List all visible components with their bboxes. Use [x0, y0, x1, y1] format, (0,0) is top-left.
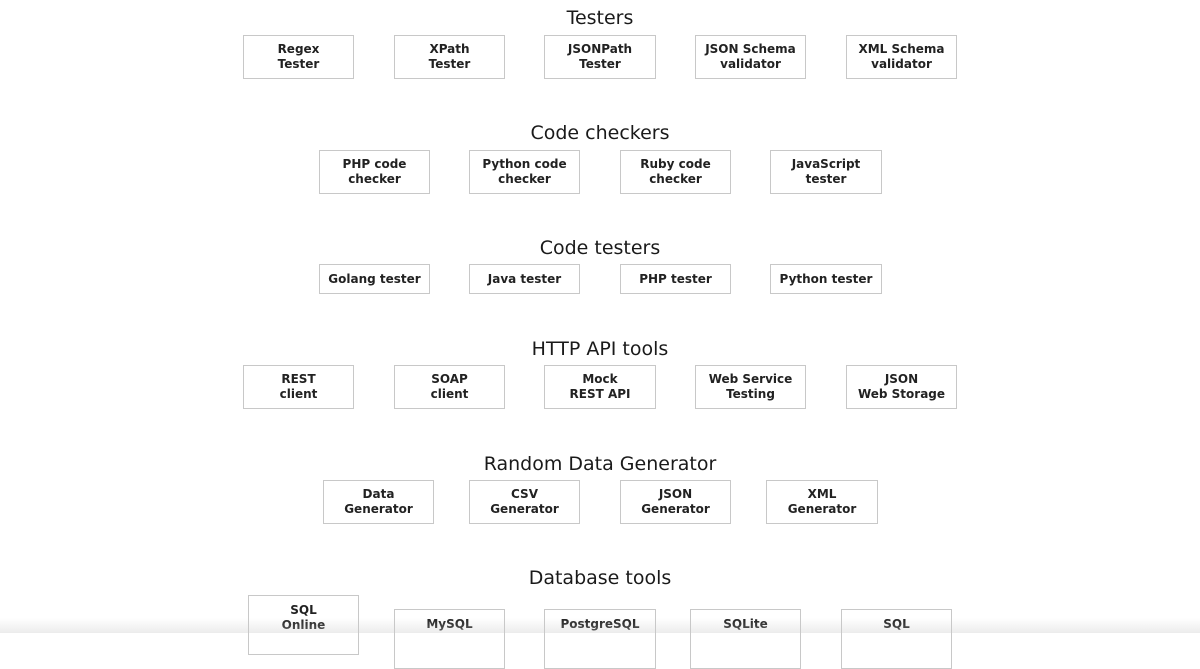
soap-client-link[interactable]: SOAP client	[394, 365, 505, 409]
json-schema-validator-link[interactable]: JSON Schema validator	[695, 35, 806, 79]
section-title-database-tools: Database tools	[528, 567, 672, 589]
python-code-checker-link[interactable]: Python code checker	[469, 150, 580, 194]
sql-link[interactable]: SQL	[841, 609, 952, 669]
javascript-tester-link[interactable]: JavaScript tester	[770, 150, 882, 194]
sqlite-link[interactable]: SQLite	[690, 609, 801, 669]
java-tester-link[interactable]: Java tester	[469, 264, 580, 294]
mysql-link[interactable]: MySQL	[394, 609, 505, 669]
rest-client-link[interactable]: REST client	[243, 365, 354, 409]
xpath-tester-link[interactable]: XPath Tester	[394, 35, 505, 79]
regex-tester-link[interactable]: Regex Tester	[243, 35, 354, 79]
section-title-code-checkers: Code checkers	[530, 122, 670, 144]
json-web-storage-link[interactable]: JSON Web Storage	[846, 365, 957, 409]
ruby-code-checker-link[interactable]: Ruby code checker	[620, 150, 731, 194]
section-title-code-testers: Code testers	[539, 237, 661, 259]
json-generator-link[interactable]: JSON Generator	[620, 480, 731, 524]
csv-generator-link[interactable]: CSV Generator	[469, 480, 580, 524]
xml-generator-link[interactable]: XML Generator	[766, 480, 878, 524]
jsonpath-tester-link[interactable]: JSONPath Tester	[544, 35, 656, 79]
web-service-testing-link[interactable]: Web Service Testing	[695, 365, 806, 409]
section-title-random-data-generator: Random Data Generator	[483, 453, 717, 475]
xml-schema-validator-link[interactable]: XML Schema validator	[846, 35, 957, 79]
mock-rest-api-link[interactable]: Mock REST API	[544, 365, 656, 409]
section-title-testers: Testers	[566, 7, 634, 29]
data-generator-link[interactable]: Data Generator	[323, 480, 434, 524]
python-tester-link[interactable]: Python tester	[770, 264, 882, 294]
golang-tester-link[interactable]: Golang tester	[319, 264, 430, 294]
postgresql-link[interactable]: PostgreSQL	[544, 609, 656, 669]
php-code-checker-link[interactable]: PHP code checker	[319, 150, 430, 194]
sql-online-link[interactable]: SQL Online	[248, 595, 359, 655]
section-title-http-api-tools: HTTP API tools	[531, 338, 669, 360]
php-tester-link[interactable]: PHP tester	[620, 264, 731, 294]
